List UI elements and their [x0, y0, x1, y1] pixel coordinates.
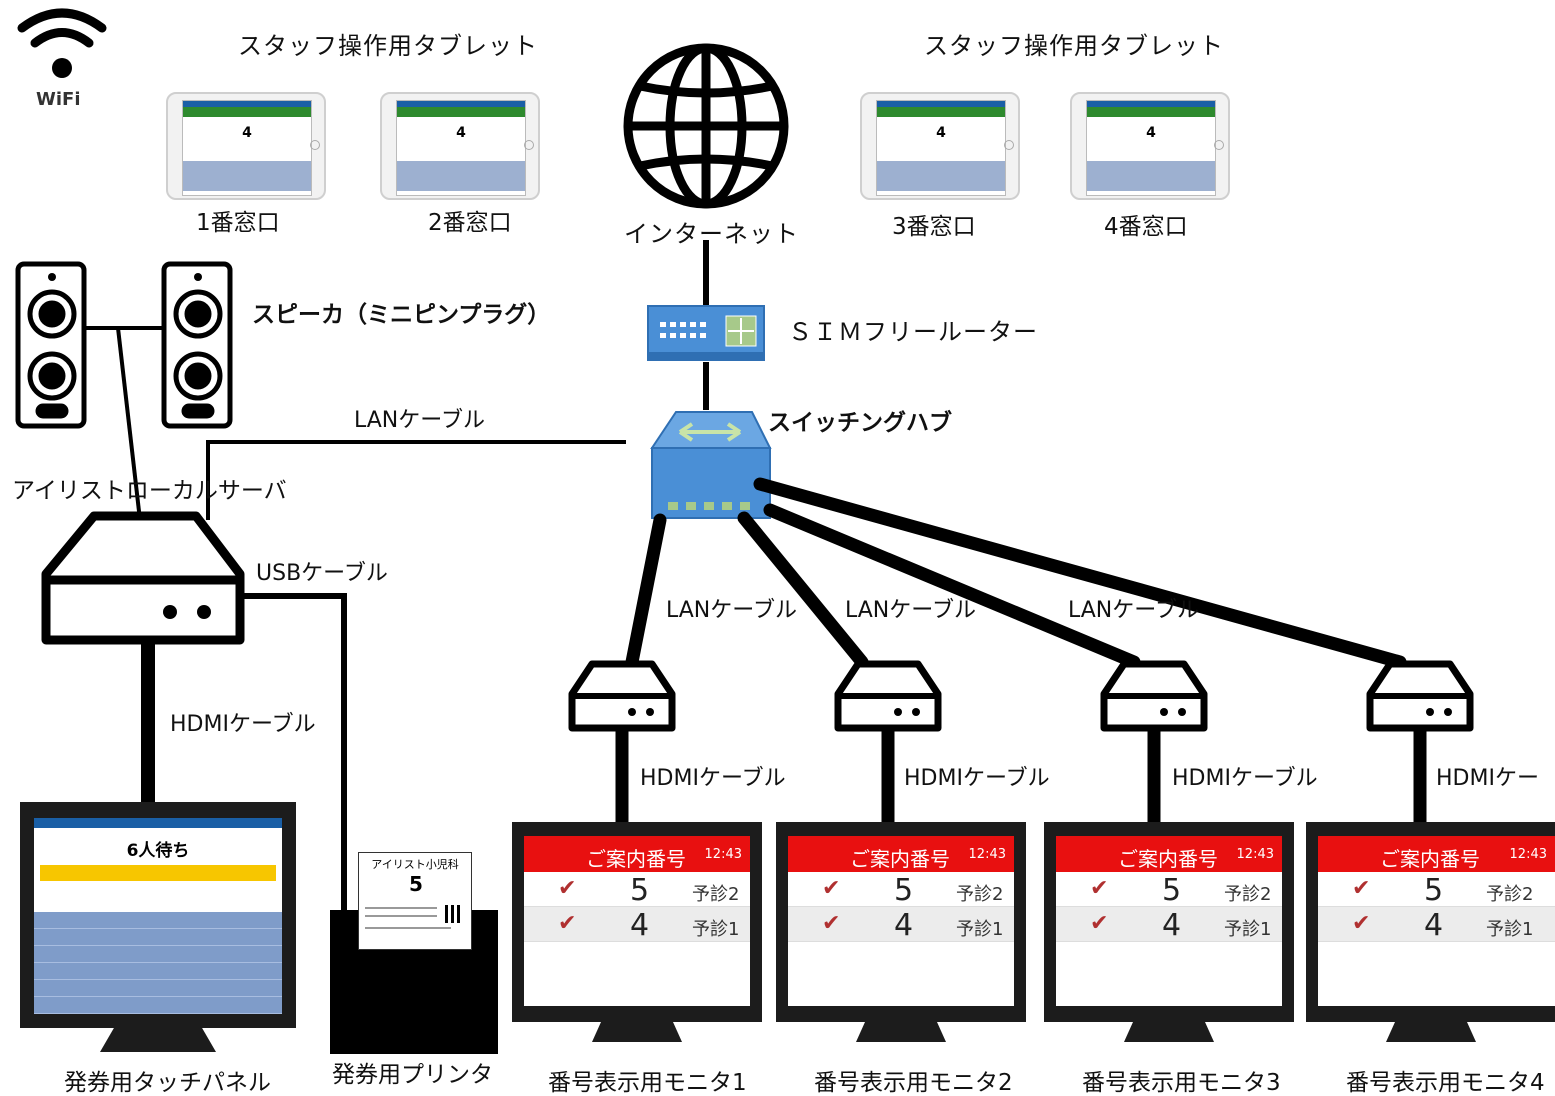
queue-number: 4 [630, 908, 650, 943]
display-monitor-4: ご案内番号 12:43 ✔ 5 予診2 ✔ 4 予診1 [1306, 822, 1555, 1042]
tablet-label-3: 3番窓口 [892, 214, 976, 240]
wifi-label: WiFi [36, 89, 81, 110]
queue-number: 5 [630, 873, 650, 908]
queue-number: 4 [894, 908, 914, 943]
check-icon: ✔ [558, 911, 577, 936]
queue-category: 予診2 [1486, 884, 1534, 905]
touch-ticket-banner[interactable] [40, 865, 276, 881]
speaker-server-line [116, 327, 142, 521]
tablet-label-2: 2番窓口 [428, 210, 512, 236]
tablet-counter-3: 4 [860, 92, 1020, 200]
monitor-header: ご案内番号 [1380, 847, 1480, 871]
monitor-time: 12:43 [1509, 847, 1547, 862]
monitor-time: 12:43 [704, 847, 742, 862]
queue-number: 4 [1162, 908, 1182, 943]
speaker-icon [15, 261, 233, 429]
monitor-label-1: 番号表示用モニタ1 [548, 1070, 747, 1096]
hdmi-label-2: HDMIケーブル [904, 766, 1050, 791]
tablet-counter-2: 4 [380, 92, 540, 200]
printed-ticket: アイリスト小児科 5 [358, 852, 472, 950]
lan-main-label: LANケーブル [354, 408, 485, 433]
ticket-number: 5 [409, 872, 423, 896]
usb-label: USBケーブル [256, 561, 388, 586]
check-icon: ✔ [1090, 876, 1109, 901]
stb-icons [568, 660, 1474, 732]
ticket-clinic-name: アイリスト小児科 [371, 858, 459, 871]
tablets-title-left: スタッフ操作用タブレット [238, 32, 538, 60]
monitor-time: 12:43 [1236, 847, 1274, 862]
queue-category: 予診2 [1224, 884, 1272, 905]
switching-hub-icon [650, 411, 772, 519]
queue-number: 5 [1162, 873, 1182, 908]
hdmi-label-3: HDMIケーブル [1172, 766, 1318, 791]
monitor-label-2: 番号表示用モニタ2 [814, 1070, 1013, 1096]
monitor-label-3: 番号表示用モニタ3 [1082, 1070, 1281, 1096]
queue-category: 予診1 [956, 919, 1004, 940]
touch-panel-label: 発券用タッチパネル [64, 1070, 271, 1096]
router-label: ＳＩＭフリールーター [788, 318, 1038, 346]
hdmi-stb-lines [615, 730, 1427, 826]
wifi-icon [17, 8, 107, 78]
check-icon: ✔ [822, 911, 841, 936]
monitor-header: ご案内番号 [850, 847, 950, 871]
check-icon: ✔ [1352, 876, 1371, 901]
tablet-number: 4 [1146, 125, 1156, 141]
lan-label-3: LANケーブル [1068, 598, 1199, 623]
tablet-number: 4 [242, 125, 252, 141]
lan-main-line [206, 440, 626, 520]
monitor-time: 12:43 [968, 847, 1006, 862]
hdmi-label-1: HDMIケーブル [640, 766, 786, 791]
tablet-label-4: 4番窓口 [1104, 214, 1188, 240]
wait-count-text: 6人待ち [126, 841, 190, 861]
check-icon: ✔ [558, 876, 577, 901]
monitor-header: ご案内番号 [586, 847, 686, 871]
hdmi-label-4: HDMIケー [1436, 766, 1539, 791]
lan-label-1: LANケーブル [666, 598, 797, 623]
lan-label-2: LANケーブル [845, 598, 976, 623]
usb-line [244, 593, 347, 912]
queue-category: 予診1 [1224, 919, 1272, 940]
tablet-number: 4 [936, 125, 946, 141]
local-server-icon [41, 511, 245, 645]
queue-number: 5 [1424, 873, 1444, 908]
check-icon: ✔ [1352, 911, 1371, 936]
tablets-title-right: スタッフ操作用タブレット [924, 32, 1224, 60]
tablet-counter-4: 4 [1070, 92, 1230, 200]
speaker-label: スピーカ（ミニピンプラグ） [252, 302, 551, 328]
lan-hub-lines [625, 477, 1407, 669]
ticket-touch-panel: 6人待ち [20, 802, 296, 1052]
check-icon: ✔ [1090, 911, 1109, 936]
tablet-number: 4 [456, 125, 466, 141]
printer-label: 発券用プリンタ [332, 1062, 493, 1088]
queue-category: 予診1 [1486, 919, 1534, 940]
queue-number: 4 [1424, 908, 1444, 943]
hub-label: スイッチングハブ [768, 410, 952, 436]
globe-icon [623, 43, 789, 209]
monitor-label-4: 番号表示用モニタ4 [1346, 1070, 1545, 1096]
queue-category: 予診2 [956, 884, 1004, 905]
display-monitor-3: ご案内番号 12:43 ✔ 5 予診2 ✔ 4 予診1 [1044, 822, 1294, 1042]
hdmi-main-label: HDMIケーブル [170, 712, 316, 737]
internet-label: インターネット [624, 220, 799, 248]
router-icon [647, 305, 765, 361]
monitor-header: ご案内番号 [1118, 847, 1218, 871]
tablet-counter-1: 4 [166, 92, 326, 200]
check-icon: ✔ [822, 876, 841, 901]
display-monitor-1: ご案内番号 12:43 ✔ 5 予診2 ✔ 4 予診1 [512, 822, 762, 1042]
queue-number: 5 [894, 873, 914, 908]
queue-category: 予診1 [692, 919, 740, 940]
tablet-label-1: 1番窓口 [196, 210, 280, 236]
server-label: アイリストローカルサーバ [12, 478, 287, 504]
queue-category: 予診2 [692, 884, 740, 905]
display-monitor-2: ご案内番号 12:43 ✔ 5 予診2 ✔ 4 予診1 [776, 822, 1026, 1042]
